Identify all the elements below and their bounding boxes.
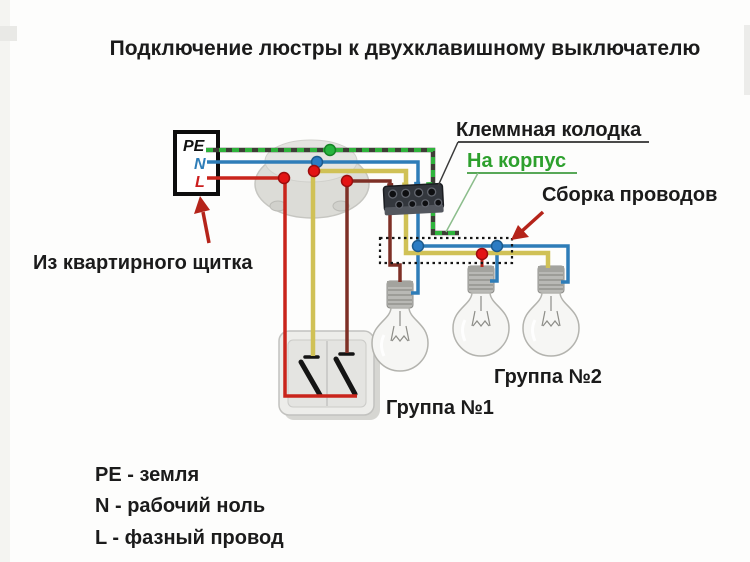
phase-wire	[207, 176, 357, 398]
neutral-junction-dot-2	[490, 239, 504, 253]
assembly-arrow	[511, 210, 545, 240]
group1-brown-wire	[345, 179, 402, 353]
wire-assembly-box	[378, 236, 514, 265]
l-terminal-label: L	[195, 174, 205, 191]
switch-key-2-symbol	[333, 352, 358, 397]
neutral-wire-main	[207, 160, 420, 246]
phase-junction-dot	[277, 171, 291, 185]
n-terminal-label: N	[194, 156, 206, 173]
terminal-block	[382, 181, 445, 216]
terminal-label-pointer	[437, 141, 459, 187]
group1-junction-dot	[340, 174, 354, 188]
right-edge-artifact	[744, 25, 750, 95]
pe-terminal-label: PE	[183, 138, 205, 155]
bulb2-junction-dot	[475, 247, 489, 261]
neutral-drop-bulb1	[411, 246, 420, 295]
junction-dots	[277, 143, 504, 261]
bulb-group2-a	[452, 265, 510, 357]
corner-artifact	[0, 26, 17, 41]
bulb-group2-b	[522, 265, 580, 357]
double-switch	[278, 330, 380, 420]
switch-key-1-symbol	[298, 355, 323, 398]
group2-junction-dot	[307, 164, 321, 178]
left-edge-artifact	[0, 0, 10, 562]
korpus-label-pointer	[445, 172, 479, 233]
neutral-drop-bulb2	[490, 246, 499, 283]
bulb-group1	[371, 280, 429, 372]
label-pointers	[437, 141, 649, 233]
neutral-junction-dot-1	[411, 239, 425, 253]
distribution-panel-box: PE N L	[173, 130, 220, 196]
pe-junction-dot	[323, 143, 337, 157]
panel-arrow	[194, 196, 211, 244]
